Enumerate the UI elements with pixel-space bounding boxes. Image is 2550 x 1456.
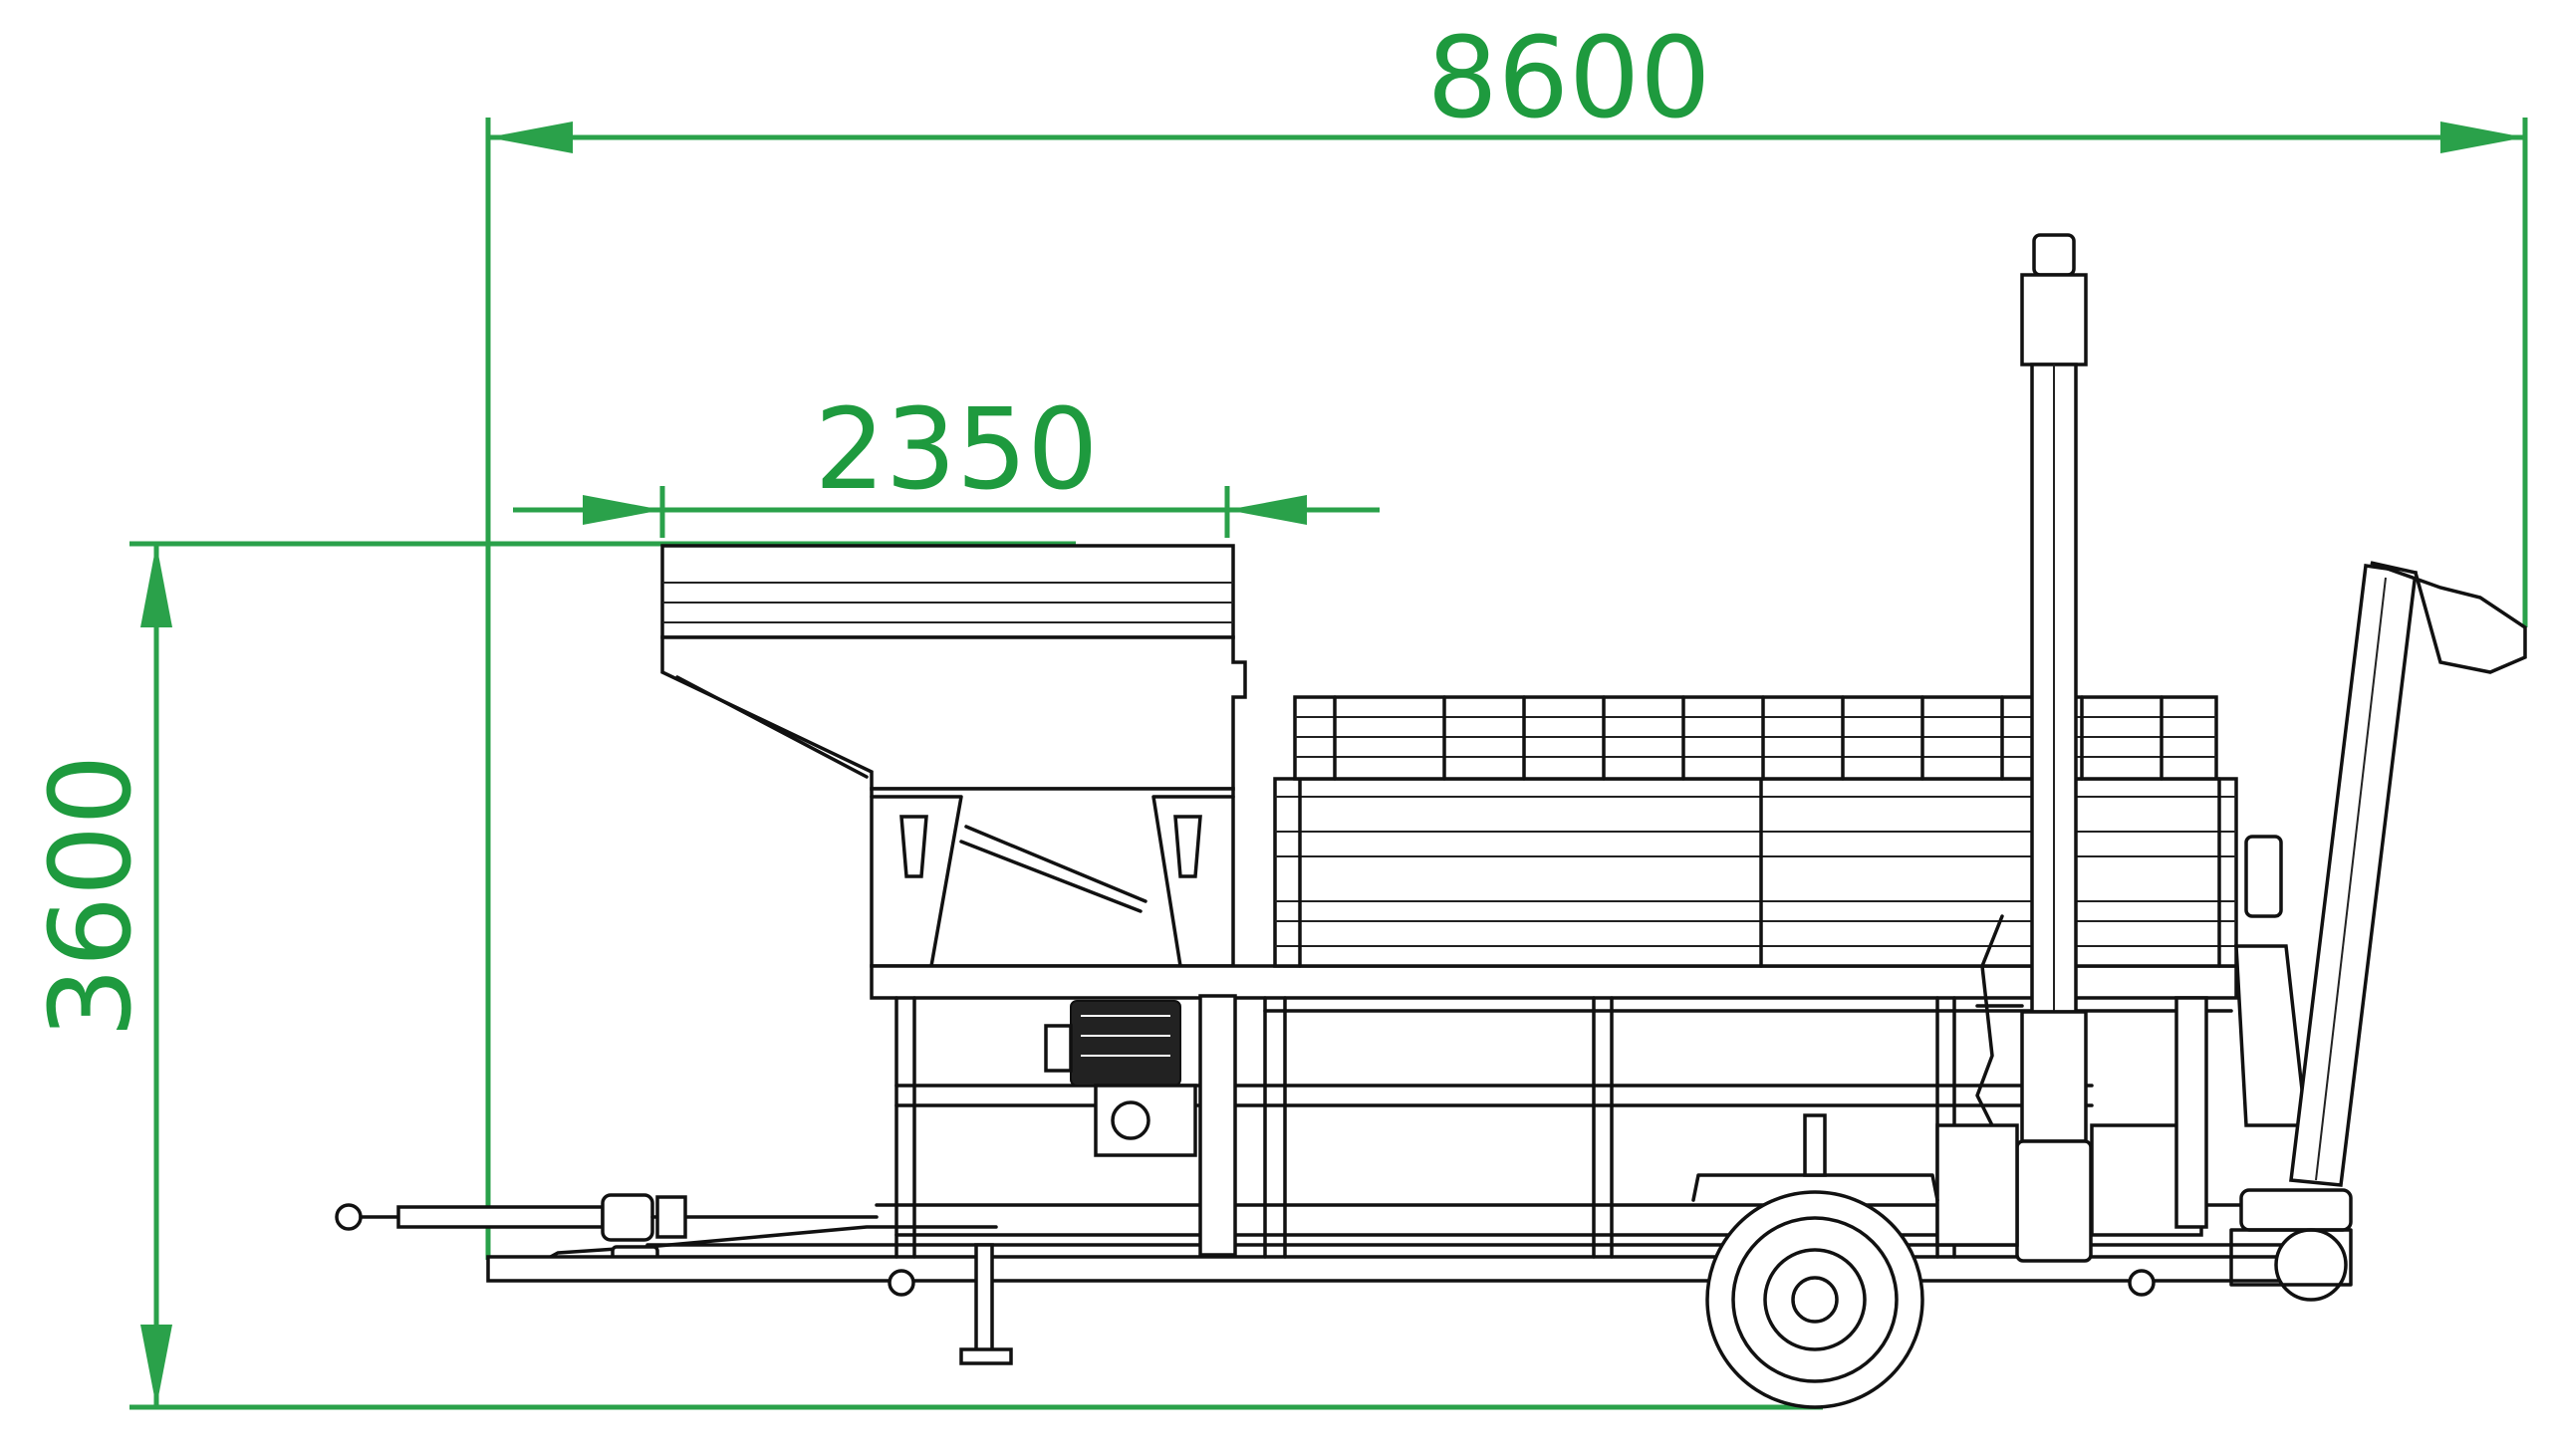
- hopper-width-label: 2350: [814, 385, 1098, 515]
- rear-frame: [1935, 835, 2308, 1247]
- grain-cleaner-machine: [335, 233, 2527, 1409]
- transport-wheel: [1691, 1113, 1939, 1409]
- outlet-conveyor: [2229, 561, 2527, 1302]
- overall-height-label: 3600: [27, 754, 156, 1038]
- overall-length-label: 8600: [1426, 14, 1710, 143]
- dimension-hopper-width: 2350: [513, 385, 1380, 538]
- dimension-overall-height: 3600: [27, 541, 1823, 1410]
- support-leg: [959, 1243, 1013, 1365]
- vertical-pipe: [1975, 233, 2093, 1263]
- electric-motor: [1044, 994, 1237, 1257]
- lower-frame: [870, 964, 2238, 1259]
- drawbar: [335, 1193, 998, 1279]
- hopper: [660, 544, 1247, 968]
- dimension-overall-length: 8600: [485, 14, 2528, 1260]
- screen-drum: [1273, 695, 2238, 968]
